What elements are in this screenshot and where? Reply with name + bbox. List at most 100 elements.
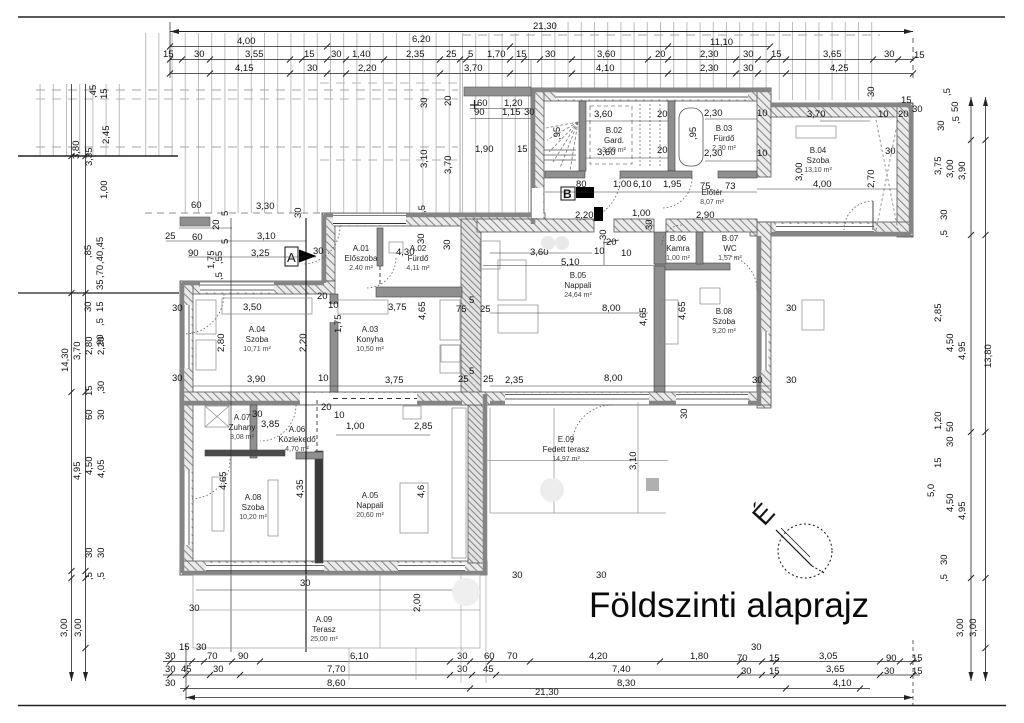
svg-text:9,20 m²: 9,20 m² bbox=[712, 328, 736, 335]
svg-text:4,70 m²: 4,70 m² bbox=[285, 446, 309, 453]
svg-text:60: 60 bbox=[191, 200, 202, 211]
svg-text:3,85: 3,85 bbox=[261, 419, 280, 430]
svg-text:1,75: 1,75 bbox=[206, 251, 217, 270]
svg-text:25: 25 bbox=[480, 304, 491, 315]
svg-text:,5: ,5 bbox=[939, 574, 950, 582]
svg-text:30: 30 bbox=[644, 219, 655, 230]
svg-text:2,30: 2,30 bbox=[704, 148, 723, 159]
svg-text:50: 50 bbox=[945, 421, 956, 432]
svg-text:Szoba: Szoba bbox=[246, 335, 269, 344]
svg-text:,5: ,5 bbox=[96, 572, 107, 580]
svg-text:B.06: B.06 bbox=[670, 234, 687, 243]
svg-text:10: 10 bbox=[757, 108, 768, 119]
svg-text:2,30 m²: 2,30 m² bbox=[712, 145, 736, 152]
svg-text:2,30: 2,30 bbox=[700, 49, 719, 60]
svg-text:1,00: 1,00 bbox=[613, 179, 632, 190]
svg-text:A.01: A.01 bbox=[353, 244, 370, 253]
svg-text:4,20: 4,20 bbox=[589, 651, 608, 662]
svg-text:2,40 m²: 2,40 m² bbox=[349, 265, 373, 272]
svg-text:A.04: A.04 bbox=[249, 325, 266, 334]
svg-text:4,00: 4,00 bbox=[813, 179, 832, 190]
svg-text:Földszinti alaprajz: Földszinti alaprajz bbox=[589, 586, 869, 625]
svg-text:Terasz: Terasz bbox=[312, 625, 336, 634]
svg-text:1,00: 1,00 bbox=[99, 181, 110, 200]
svg-text:1,75: 1,75 bbox=[333, 315, 344, 334]
svg-text:3,00: 3,00 bbox=[968, 619, 979, 638]
svg-text:2,30: 2,30 bbox=[700, 63, 719, 74]
svg-text:3,70: 3,70 bbox=[807, 109, 826, 120]
svg-text:75: 75 bbox=[700, 181, 711, 192]
svg-text:30: 30 bbox=[945, 436, 956, 447]
svg-text:15: 15 bbox=[912, 666, 923, 677]
svg-text:15: 15 bbox=[933, 457, 944, 468]
svg-text:4,05: 4,05 bbox=[96, 460, 107, 479]
svg-text:90: 90 bbox=[886, 653, 897, 664]
svg-text:90: 90 bbox=[188, 248, 199, 259]
svg-text:5,0: 5,0 bbox=[926, 484, 937, 497]
svg-text:4,50: 4,50 bbox=[945, 494, 956, 513]
svg-text:10: 10 bbox=[318, 373, 329, 384]
svg-text:1,00: 1,00 bbox=[346, 421, 365, 432]
svg-text:25,00 m²: 25,00 m² bbox=[310, 636, 338, 643]
svg-text:Előtér: Előtér bbox=[702, 188, 723, 197]
svg-text:4,00: 4,00 bbox=[237, 36, 256, 47]
svg-text:30: 30 bbox=[307, 63, 318, 74]
svg-text:B.07: B.07 bbox=[722, 234, 739, 243]
svg-text:A.09: A.09 bbox=[316, 615, 333, 624]
svg-text:15: 15 bbox=[163, 49, 174, 60]
svg-text:8,60: 8,60 bbox=[327, 678, 346, 689]
svg-text:Fürdő: Fürdő bbox=[714, 134, 735, 143]
svg-text:3,10: 3,10 bbox=[419, 150, 430, 169]
svg-text:6,20: 6,20 bbox=[412, 34, 431, 45]
svg-text:5: 5 bbox=[220, 239, 231, 244]
svg-text:5: 5 bbox=[220, 211, 231, 216]
svg-text:3,70: 3,70 bbox=[72, 342, 83, 361]
svg-text:4,30: 4,30 bbox=[396, 247, 415, 258]
svg-text:25: 25 bbox=[446, 49, 457, 60]
svg-text:75: 75 bbox=[456, 304, 467, 315]
svg-text:,70: ,70 bbox=[95, 265, 106, 278]
svg-text:73: 73 bbox=[725, 181, 736, 192]
svg-text:30: 30 bbox=[939, 209, 950, 220]
svg-text:30: 30 bbox=[313, 246, 324, 257]
svg-text:2,85: 2,85 bbox=[933, 304, 944, 323]
svg-text:4,50: 4,50 bbox=[945, 334, 956, 353]
svg-text:1,70: 1,70 bbox=[487, 49, 506, 60]
svg-text:B: B bbox=[563, 187, 572, 201]
svg-text:3,25: 3,25 bbox=[251, 248, 270, 259]
svg-text:30: 30 bbox=[172, 303, 183, 314]
svg-text:30: 30 bbox=[743, 49, 754, 60]
svg-text:20: 20 bbox=[657, 109, 668, 120]
svg-text:3,10: 3,10 bbox=[257, 231, 276, 242]
svg-text:2,45: 2,45 bbox=[101, 126, 112, 145]
svg-text:1,00 m²: 1,00 m² bbox=[666, 255, 690, 262]
svg-text:70: 70 bbox=[507, 651, 518, 662]
svg-text:30: 30 bbox=[84, 547, 95, 558]
svg-text:,5: ,5 bbox=[939, 230, 950, 238]
svg-text:,45: ,45 bbox=[88, 85, 99, 98]
svg-text:1,00: 1,00 bbox=[632, 208, 651, 219]
svg-text:,95: ,95 bbox=[552, 127, 563, 140]
svg-text:,5: ,5 bbox=[942, 88, 953, 96]
svg-text:1,95: 1,95 bbox=[663, 179, 682, 190]
svg-text:2,35: 2,35 bbox=[505, 375, 524, 386]
svg-text:70: 70 bbox=[737, 653, 748, 664]
svg-text:60: 60 bbox=[477, 98, 488, 109]
svg-text:70: 70 bbox=[207, 651, 218, 662]
svg-text:4,35: 4,35 bbox=[295, 480, 306, 499]
svg-text:30: 30 bbox=[83, 301, 94, 312]
svg-text:30: 30 bbox=[598, 229, 609, 240]
svg-text:30: 30 bbox=[512, 570, 523, 581]
svg-text:15: 15 bbox=[769, 666, 780, 677]
svg-text:5,10: 5,10 bbox=[561, 257, 580, 268]
svg-text:,40: ,40 bbox=[95, 251, 106, 264]
svg-text:,5: ,5 bbox=[951, 116, 962, 124]
svg-text:30: 30 bbox=[786, 375, 797, 386]
svg-text:30: 30 bbox=[165, 651, 176, 662]
svg-text:4,50: 4,50 bbox=[84, 457, 95, 476]
svg-text:3,08 m²: 3,08 m² bbox=[230, 434, 254, 441]
svg-text:4,15: 4,15 bbox=[235, 63, 254, 74]
svg-text:3,90: 3,90 bbox=[247, 374, 266, 385]
svg-text:2,35: 2,35 bbox=[406, 49, 425, 60]
svg-text:30: 30 bbox=[196, 642, 207, 653]
